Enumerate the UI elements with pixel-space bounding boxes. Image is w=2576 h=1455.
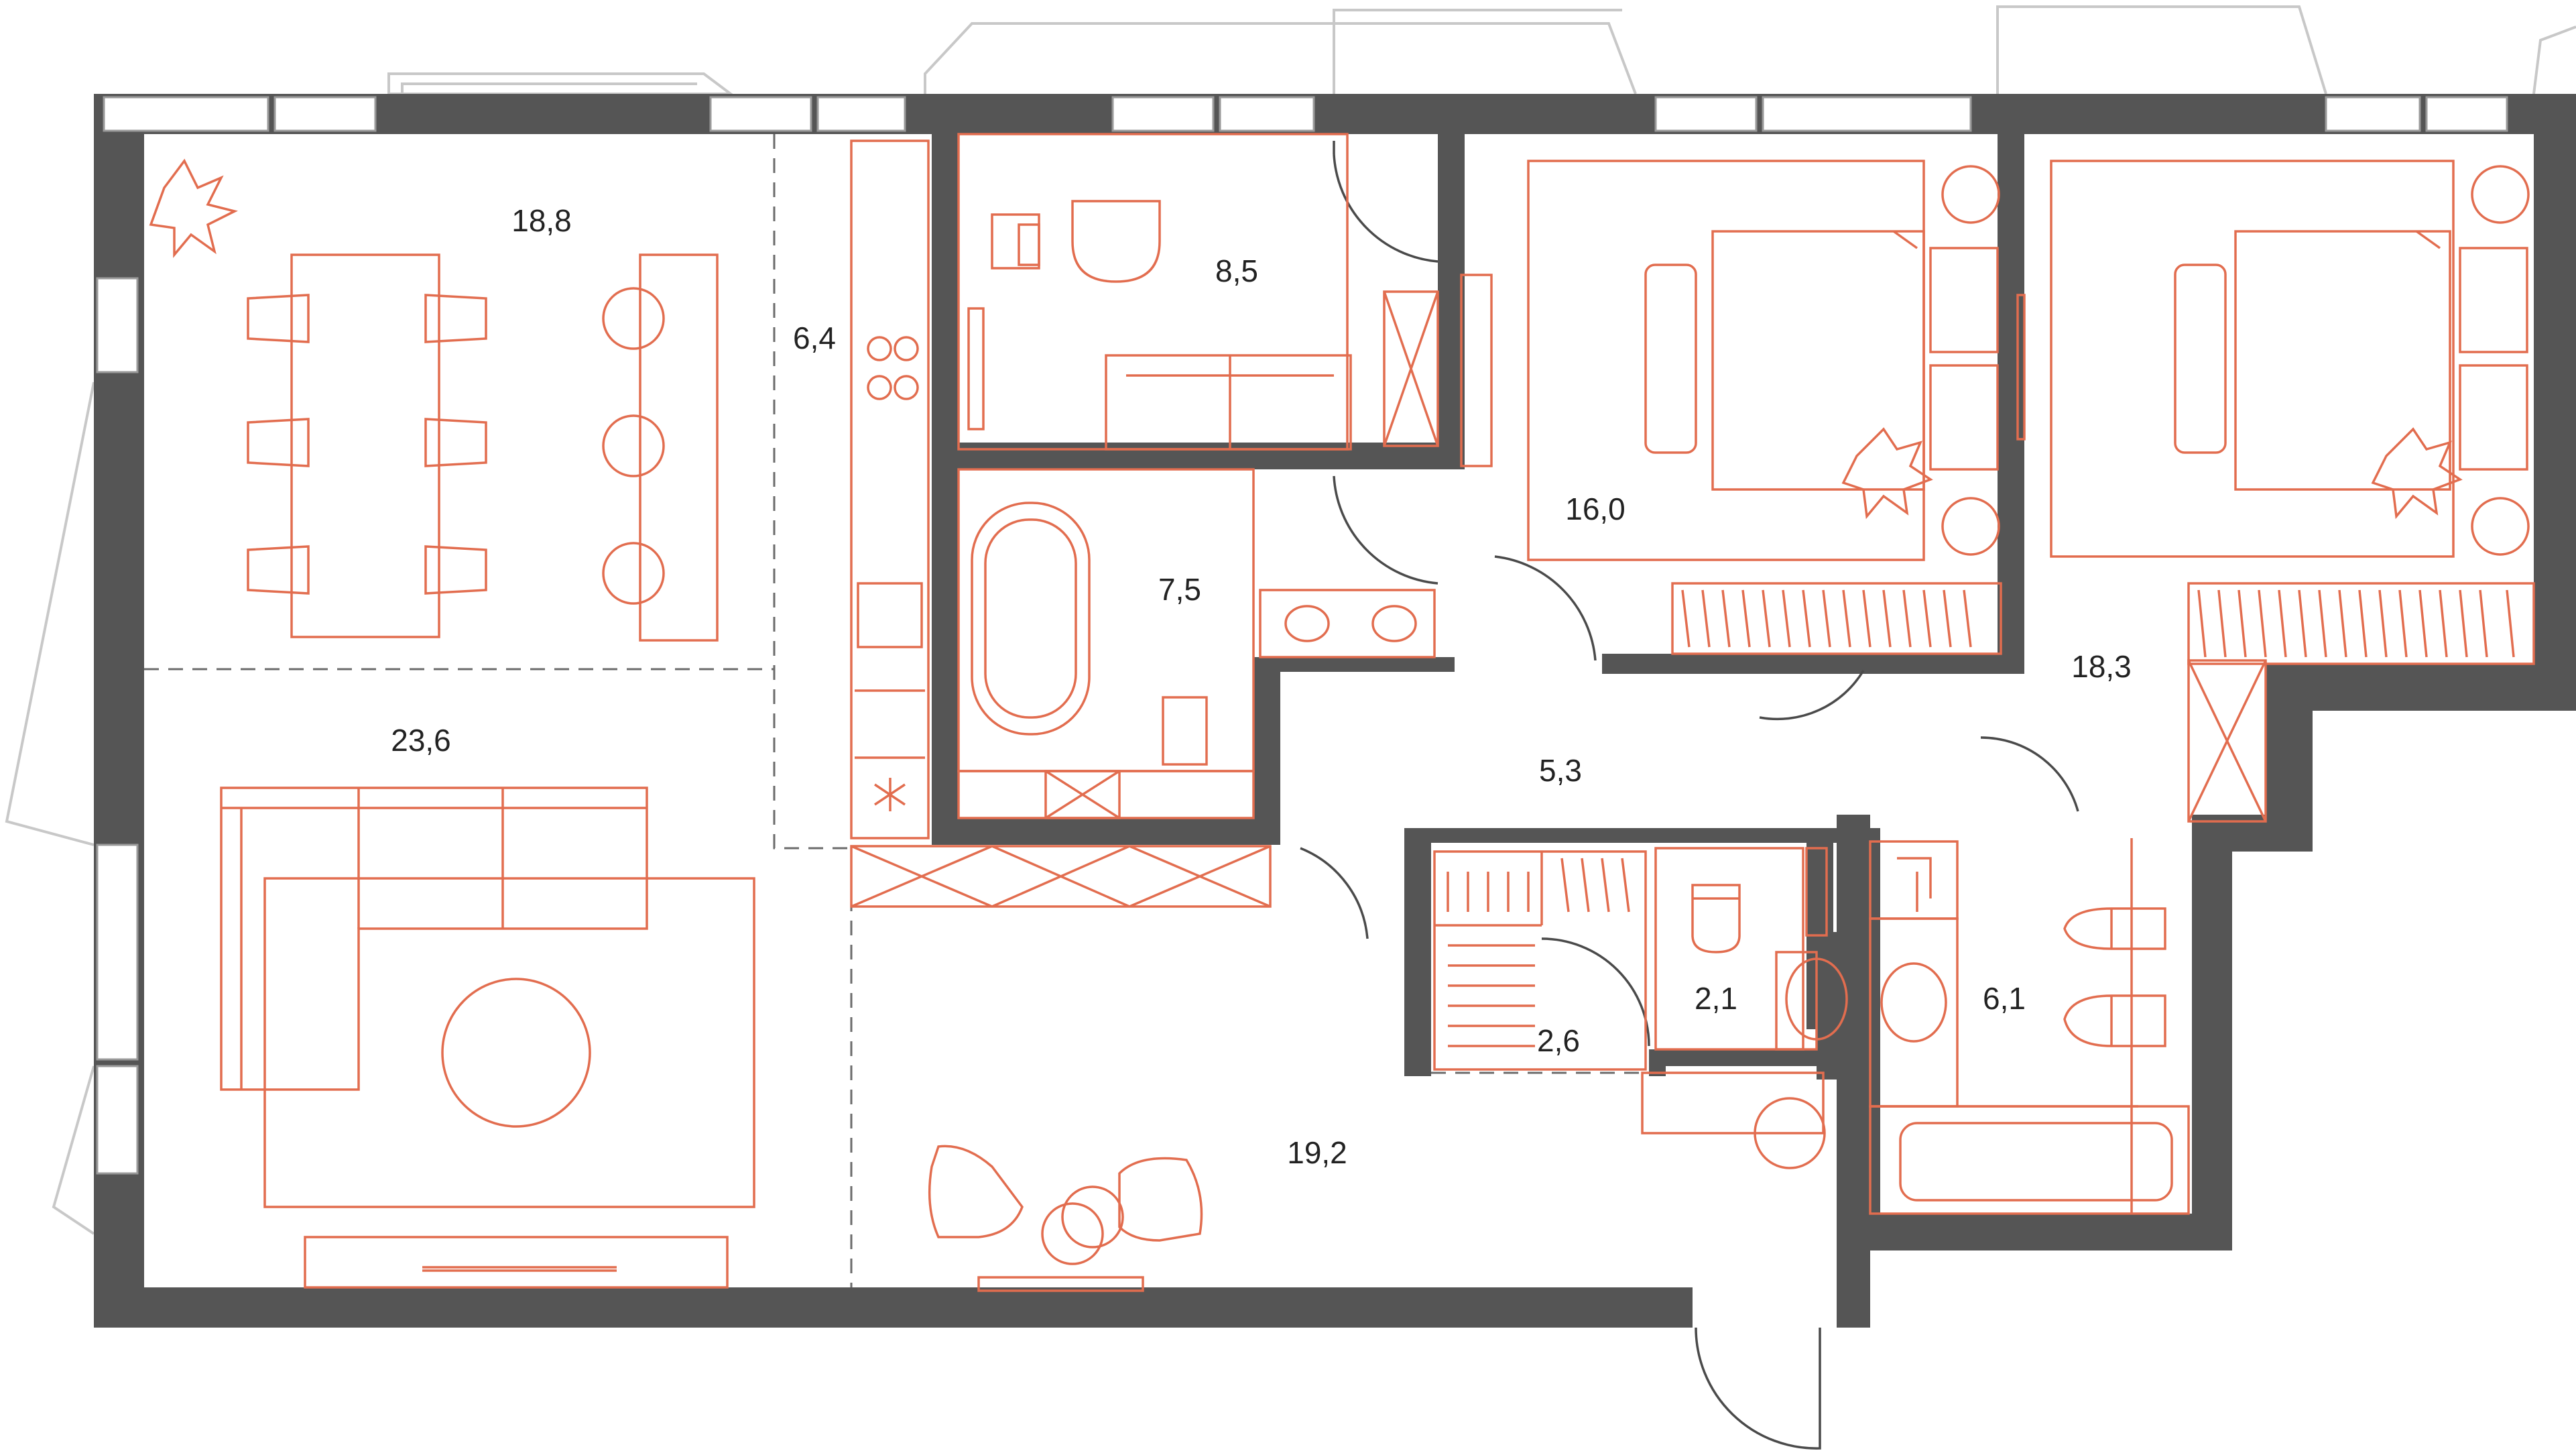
sink-small	[1775, 951, 1818, 1051]
coffee-table	[441, 978, 591, 1128]
flowers-icon	[1841, 427, 1933, 520]
cooktop-icon	[867, 336, 919, 400]
area-toilet: 2,1	[1695, 981, 1737, 1016]
plant-icon	[149, 158, 239, 258]
doors	[1300, 141, 2079, 1450]
bathtub-oval	[971, 502, 1091, 736]
bench-bath	[1105, 354, 1352, 451]
rug	[263, 877, 755, 1208]
stools	[602, 287, 665, 605]
double-sink	[1259, 589, 1436, 658]
dining-chairs	[247, 294, 487, 595]
area-corridor: 5,3	[1539, 753, 1582, 788]
room-labels: 18,8 23,6 6,4 8,5 7,5 16,0 18,3 5,3 2,6 …	[391, 203, 2132, 1170]
furniture	[149, 133, 2535, 1292]
balcony-outlines	[5, 5, 2576, 1235]
washing-machine	[991, 213, 1040, 270]
toilet-tub-bath	[1162, 696, 1208, 766]
bed-right	[2050, 160, 2455, 558]
wardrobe-small	[1433, 850, 1647, 1071]
zone-dividers	[144, 134, 1649, 1287]
lounge-chairs	[928, 1145, 1203, 1292]
snowflake-icon	[874, 778, 906, 811]
area-bathroom-right: 6,1	[1983, 981, 2026, 1016]
wardrobe-left	[1671, 582, 2002, 655]
bench-table	[639, 253, 719, 642]
area-hall: 19,2	[1287, 1135, 1347, 1170]
bidet	[2063, 907, 2166, 950]
area-dining: 18,8	[511, 203, 572, 238]
area-bedroom-right: 18,3	[2071, 649, 2132, 684]
area-bathroom-tub: 7,5	[1158, 572, 1201, 607]
dining-table	[290, 253, 440, 638]
tv-stand	[304, 1236, 729, 1289]
area-bathroom-top: 8,5	[1215, 253, 1258, 288]
kitchen-counter	[850, 139, 930, 839]
area-bedroom-left: 16,0	[1565, 491, 1626, 526]
wardrobe-right	[2187, 582, 2535, 665]
toilet-right	[2063, 994, 2166, 1047]
flowers-icon-right	[2371, 427, 2463, 520]
toilet-top	[1071, 200, 1161, 283]
area-kitchen: 6,4	[793, 321, 836, 355]
kitchen-sink	[857, 582, 923, 648]
toilet-small	[1691, 884, 1741, 953]
windows	[96, 96, 2508, 1175]
sofa	[220, 787, 648, 1091]
area-wardrobe: 2,6	[1537, 1023, 1580, 1058]
area-living: 23,6	[391, 723, 451, 758]
wardrobe-strip	[850, 845, 1272, 908]
shower-box	[1383, 290, 1439, 447]
